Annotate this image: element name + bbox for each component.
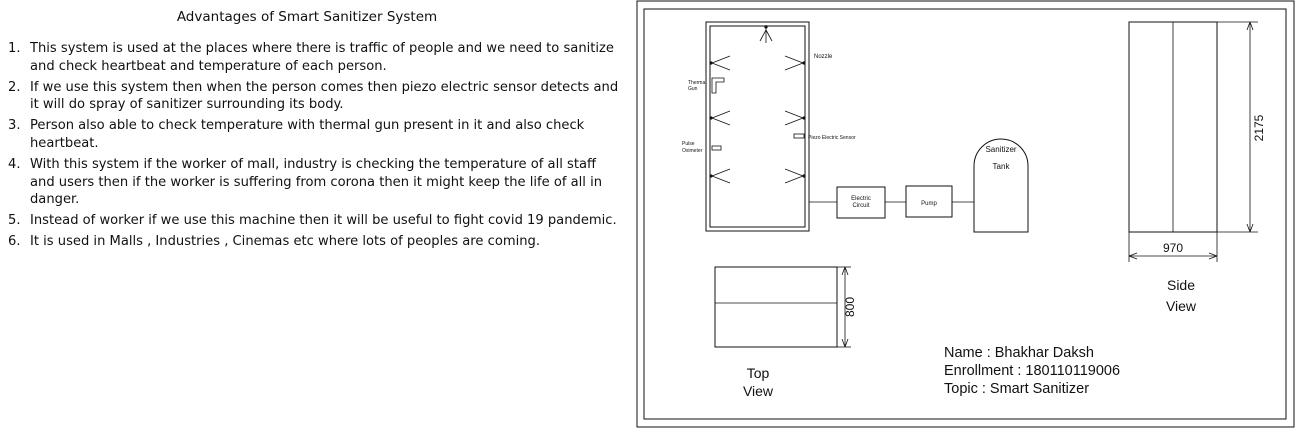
sanitizer-tank-label: Sanitizer [985,145,1016,154]
advantages-panel: Advantages of Smart Sanitizer System 1. T… [0,0,630,437]
piezo-sensor-label: Piezo Electric Sensor [808,135,856,141]
nozzle-icon [784,110,806,126]
nozzle-icon [784,55,806,71]
item-text: With this system if the worker of mall, … [30,157,603,208]
side-view-label: Side [1167,277,1195,293]
top-view-drawing [714,266,851,348]
top-view-label: Top [747,365,770,381]
item-number: 4. [8,157,21,173]
list-item: 1. This system is used at the places wher… [8,40,620,75]
inner-border [643,8,1287,420]
item-text: If we use this system then when the pers… [30,79,619,113]
height-dimension: 2175 [1252,114,1266,141]
item-text: It is used in Malls , Industries , Cinem… [30,234,540,250]
nozzle-icon [709,55,731,71]
nozzle-label: Nozzle [814,54,833,60]
topic-text: Topic : Smart Sanitizer [944,381,1089,397]
pulse-oximeter-icon [711,145,722,151]
thermal-gun-label: Gun [688,86,698,92]
student-name: Name : Bhakhar Daksh [944,345,1094,361]
sanitizer-tank [973,138,1029,233]
item-text: Person also able to check temperature wi… [30,118,585,151]
top-view-label: View [743,383,774,399]
item-text: This system is used at the places where … [30,41,614,74]
item-number: 3. [8,118,21,134]
list-item: 6. It is used in Malls , Industries , Cin… [8,233,620,251]
side-view-drawing [1128,21,1258,262]
list-item: 2. If we use this system then when the pe… [8,79,620,114]
depth-dimension: 800 [843,297,857,317]
item-number: 1. [8,41,21,56]
technical-drawing: Nozzle Thermal Gun Pulse Oximeter Piezo … [636,0,1295,428]
item-text: Instead of worker if we use this machine… [30,213,617,229]
electric-circuit-label: Circuit [852,203,869,209]
electric-circuit-box [836,186,886,219]
list-item: 3. Person also able to check temperature … [8,117,620,152]
outer-border [636,0,1295,428]
advantages-title: Advantages of Smart Sanitizer System [176,9,438,25]
enrollment-number: Enrollment : 180110119006 [944,363,1120,379]
item-number: 2. [8,79,21,95]
pulse-oximeter-label: Pulse [682,141,695,147]
thermal-gun-label: Thermal [688,80,706,86]
sanitizer-tank-label: Tank [993,162,1011,171]
nozzle-icon [784,168,806,184]
pump-box [905,185,953,218]
item-number: 6. [8,234,21,250]
width-dimension: 970 [1163,241,1183,255]
nozzle-icon [709,110,731,126]
advantages-list: 1. This system is used at the places wher… [8,40,620,255]
pulse-oximeter-label: Oximeter [682,148,703,154]
side-view-label: View [1166,298,1197,314]
thermal-gun-icon [711,77,725,94]
item-number: 5. [8,213,21,229]
nozzle-icon [759,25,773,43]
list-item: 4. With this system if the worker of mall… [8,156,620,209]
list-item: 5. Instead of worker if we use this machi… [8,212,620,230]
electric-circuit-label: Electric [851,196,871,202]
nozzle-icon [709,168,731,184]
pump-label: Pump [921,201,937,207]
booth-frame [705,21,810,232]
piezo-sensor-icon [793,133,805,139]
